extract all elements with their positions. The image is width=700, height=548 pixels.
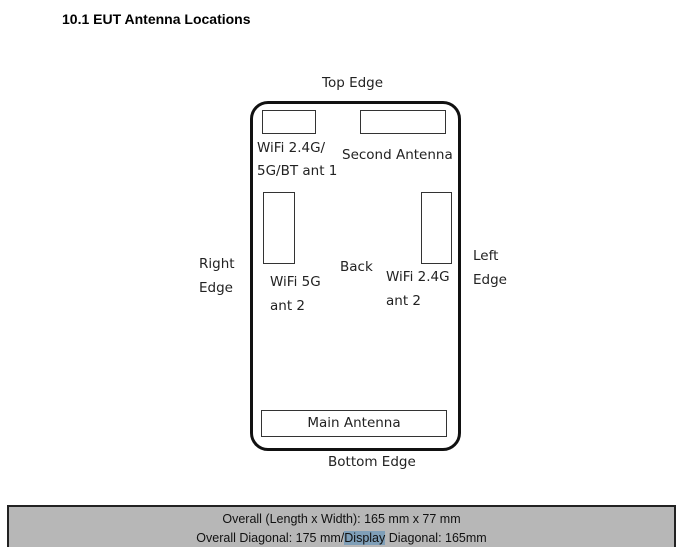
left-edge-label-1: Left (473, 248, 499, 264)
wifi-ant1-box (262, 110, 316, 134)
section-heading: 10.1 EUT Antenna Locations (62, 11, 251, 27)
left-edge-label-2: Edge (473, 272, 507, 288)
second-antenna-box (360, 110, 446, 134)
top-edge-label: Top Edge (322, 75, 384, 91)
wifi-ant1-label-1: WiFi 2.4G/ (257, 140, 326, 156)
main-antenna-label: Main Antenna (307, 415, 401, 431)
wifi24g-label-2: ant 2 (386, 293, 422, 309)
dimensions-box: Overall (Length x Width): 165 mm x 77 mm… (7, 505, 676, 547)
wifi5g-ant2-box (263, 192, 295, 264)
wifi-ant1-label-2: 5G/BT ant 1 (257, 163, 338, 179)
wifi5g-label-2: ant 2 (270, 298, 306, 314)
wifi5g-label-1: WiFi 5G (270, 274, 321, 290)
diagonal-line: Overall Diagonal: 175 mm/Display Diagona… (9, 529, 674, 548)
display-diagonal-text: Diagonal: 165mm (385, 531, 487, 545)
back-label: Back (340, 259, 373, 275)
wifi24g-label-1: WiFi 2.4G (386, 269, 450, 285)
device-outline (250, 101, 461, 451)
right-edge-label-1: Right (199, 256, 235, 272)
overall-diagonal-text: Overall Diagonal: 175 mm/ (196, 531, 345, 545)
right-edge-label-2: Edge (199, 280, 233, 296)
second-antenna-label: Second Antenna (342, 147, 453, 163)
wifi24g-ant2-box (421, 192, 452, 264)
bottom-edge-label: Bottom Edge (328, 454, 416, 470)
dimensions-line: Overall (Length x Width): 165 mm x 77 mm (222, 512, 461, 526)
highlighted-text: Display (344, 531, 386, 545)
main-antenna-box: Main Antenna (261, 410, 447, 437)
